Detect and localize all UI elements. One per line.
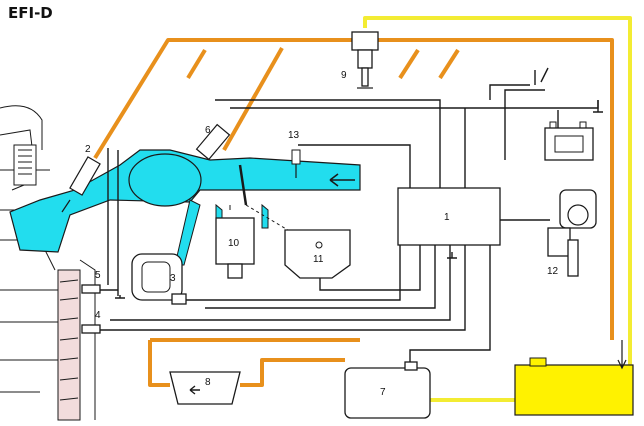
temp-sensor-5 [81, 284, 101, 294]
air-intake-manifold [9, 149, 361, 266]
label-fuel-pump: 7 [380, 387, 386, 398]
label-injector: 2 [85, 144, 91, 155]
battery [544, 121, 594, 161]
diagram-title: EFI-D [8, 4, 53, 22]
label-cold-start: 6 [205, 125, 211, 136]
throttle-switch [284, 229, 351, 279]
cold-start-injector [195, 123, 231, 161]
label-pressure-sensor: 10 [228, 238, 240, 249]
return-lines [363, 16, 632, 402]
label-aux-air: 3 [170, 273, 176, 284]
label-pressure-regulator: 9 [341, 70, 347, 81]
pressure-sensor [215, 217, 255, 279]
ecu-box [397, 187, 501, 246]
fuel-flow-arrow-icon [189, 385, 200, 395]
air-temp-sensor [291, 149, 301, 178]
fuel-filter [169, 371, 241, 405]
label-fuel-filter: 8 [205, 377, 211, 388]
pressure-regulator [351, 31, 379, 89]
label-distributor: 12 [547, 266, 559, 277]
throttle-linkage [245, 204, 319, 249]
engine-block [0, 105, 96, 421]
aux-air-valve [131, 253, 187, 305]
label-temp-sensor-5: 5 [95, 270, 101, 281]
label-temp-sensor-4: 4 [95, 310, 101, 321]
fuel-lines [93, 38, 614, 387]
throttle-valve [238, 164, 248, 206]
air-flow-arrow-icon [329, 173, 355, 187]
cylinder-injector [61, 156, 101, 213]
label-air-temp-sensor: 13 [288, 130, 300, 141]
label-throttle-switch: 11 [313, 254, 324, 265]
fuel-tank [514, 340, 634, 416]
fuel-pump [344, 361, 431, 419]
temp-sensor-4 [81, 324, 101, 334]
wiring [100, 67, 603, 368]
label-ecu: 1 [444, 212, 450, 223]
distributor [547, 189, 597, 277]
